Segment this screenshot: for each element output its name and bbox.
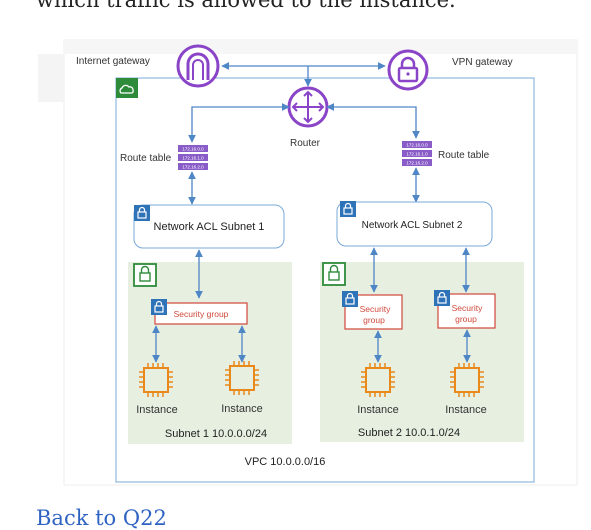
instance-2-label: Instance xyxy=(221,403,263,415)
instance-1-label: Instance xyxy=(136,404,178,416)
instance-4-label: Instance xyxy=(445,404,487,416)
nacl-subnet-2-label: Network ACL Subnet 2 xyxy=(362,220,463,231)
subnet-2-area xyxy=(320,262,524,442)
svg-text:172.16.0.0: 172.16.0.0 xyxy=(406,143,428,148)
router-icon xyxy=(287,86,329,128)
svg-text:172.16.0.0: 172.16.0.0 xyxy=(182,147,204,152)
route-table-left-label: Route table xyxy=(120,153,172,164)
subnet-2-label: Subnet 2 10.0.1.0/24 xyxy=(358,427,460,439)
vpn-gateway-icon xyxy=(387,49,429,91)
frame-top-band xyxy=(64,40,577,54)
svg-text:172.16.2.0: 172.16.2.0 xyxy=(406,161,428,166)
gateway-router-links xyxy=(188,62,420,143)
nacl-2-lock-icon xyxy=(340,201,356,217)
subnet-1-label: Subnet 1 10.0.0.0/24 xyxy=(165,428,267,440)
frame-left-band xyxy=(38,54,64,102)
sg-right-b-lock-icon xyxy=(434,290,450,306)
nacl-subnet-2-box xyxy=(336,201,493,247)
route-table-right-icon: 172.16.0.0 172.16.1.0 172.16.2.0 xyxy=(402,141,432,166)
instance-3-label: Instance xyxy=(357,404,399,416)
svg-text:172.16.1.0: 172.16.1.0 xyxy=(182,156,204,161)
instance-4-chip-icon xyxy=(450,363,484,397)
subnet-2-lock-icon xyxy=(322,262,346,286)
vpc-cloud-icon xyxy=(116,78,138,98)
sg-right-a-lock-icon xyxy=(342,291,358,307)
paragraph-text: which traffic is allowed to the instance… xyxy=(36,0,456,12)
route-table-right-label: Route table xyxy=(438,150,490,161)
subnet-1-area xyxy=(128,262,292,444)
security-group-right-b-label-1: Security xyxy=(452,303,483,313)
instance-2-chip-icon xyxy=(225,361,259,395)
nacl-1-lock-icon xyxy=(134,205,150,221)
security-group-left-label: Security group xyxy=(174,309,229,319)
back-link[interactable]: Back to Q22 xyxy=(36,506,167,530)
security-group-right-a-label-1: Security xyxy=(360,304,391,314)
internet-gateway-icon xyxy=(176,44,220,88)
vpn-gateway-label: VPN gateway xyxy=(452,57,513,68)
route-table-left-icon: 172.16.0.0 172.16.1.0 172.16.2.0 xyxy=(178,145,208,170)
nacl-subnet-1-label: Network ACL Subnet 1 xyxy=(154,221,265,233)
instance-3-chip-icon xyxy=(361,363,395,397)
sg-left-lock-icon xyxy=(151,299,167,315)
nacl-subnet-1-box xyxy=(133,204,285,249)
router-label: Router xyxy=(290,138,321,149)
instance-1-chip-icon xyxy=(139,363,173,397)
internet-gateway-label: Internet gateway xyxy=(76,56,150,67)
vpc-label: VPC 10.0.0.0/16 xyxy=(245,456,326,468)
svg-text:172.16.1.0: 172.16.1.0 xyxy=(406,152,428,157)
security-group-right-a-label-2: group xyxy=(363,315,385,325)
security-group-right-b-label-2: group xyxy=(455,314,477,324)
vpc-container xyxy=(115,77,535,483)
subnet-1-lock-icon xyxy=(133,263,157,287)
svg-text:172.16.2.0: 172.16.2.0 xyxy=(182,165,204,170)
